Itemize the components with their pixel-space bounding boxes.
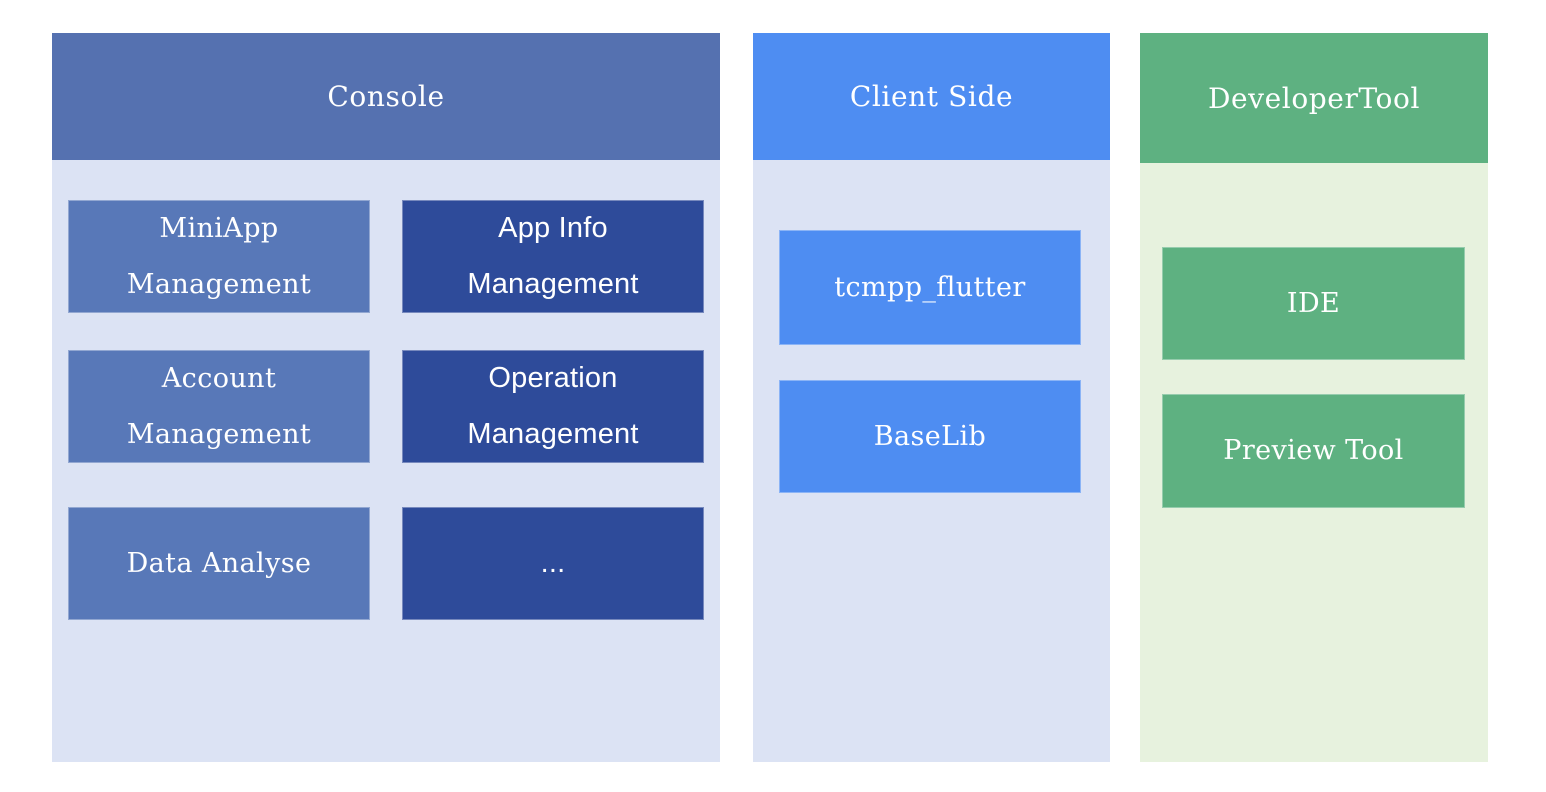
box-operation-management: Operation Management [402, 350, 704, 463]
developer-tool-header: DeveloperTool [1140, 33, 1488, 163]
box-account-management: Account Management [68, 350, 370, 463]
console-title: Console [327, 80, 445, 113]
box-preview-tool: Preview Tool [1162, 394, 1465, 508]
console-header: Console [52, 33, 720, 160]
box-data-analyse: Data Analyse [68, 507, 370, 620]
box-baselib: BaseLib [779, 380, 1081, 493]
client-side-title: Client Side [849, 80, 1014, 113]
client-side-header: Client Side [753, 33, 1110, 160]
box-miniapp-management: MiniApp Management [68, 200, 370, 313]
box-tcmpp-flutter: tcmpp_flutter [779, 230, 1081, 345]
box-ellipsis: ... [402, 507, 704, 620]
developer-tool-title: DeveloperTool [1207, 81, 1421, 115]
box-ide: IDE [1162, 247, 1465, 360]
box-app-info-management: App Info Management [402, 200, 704, 313]
